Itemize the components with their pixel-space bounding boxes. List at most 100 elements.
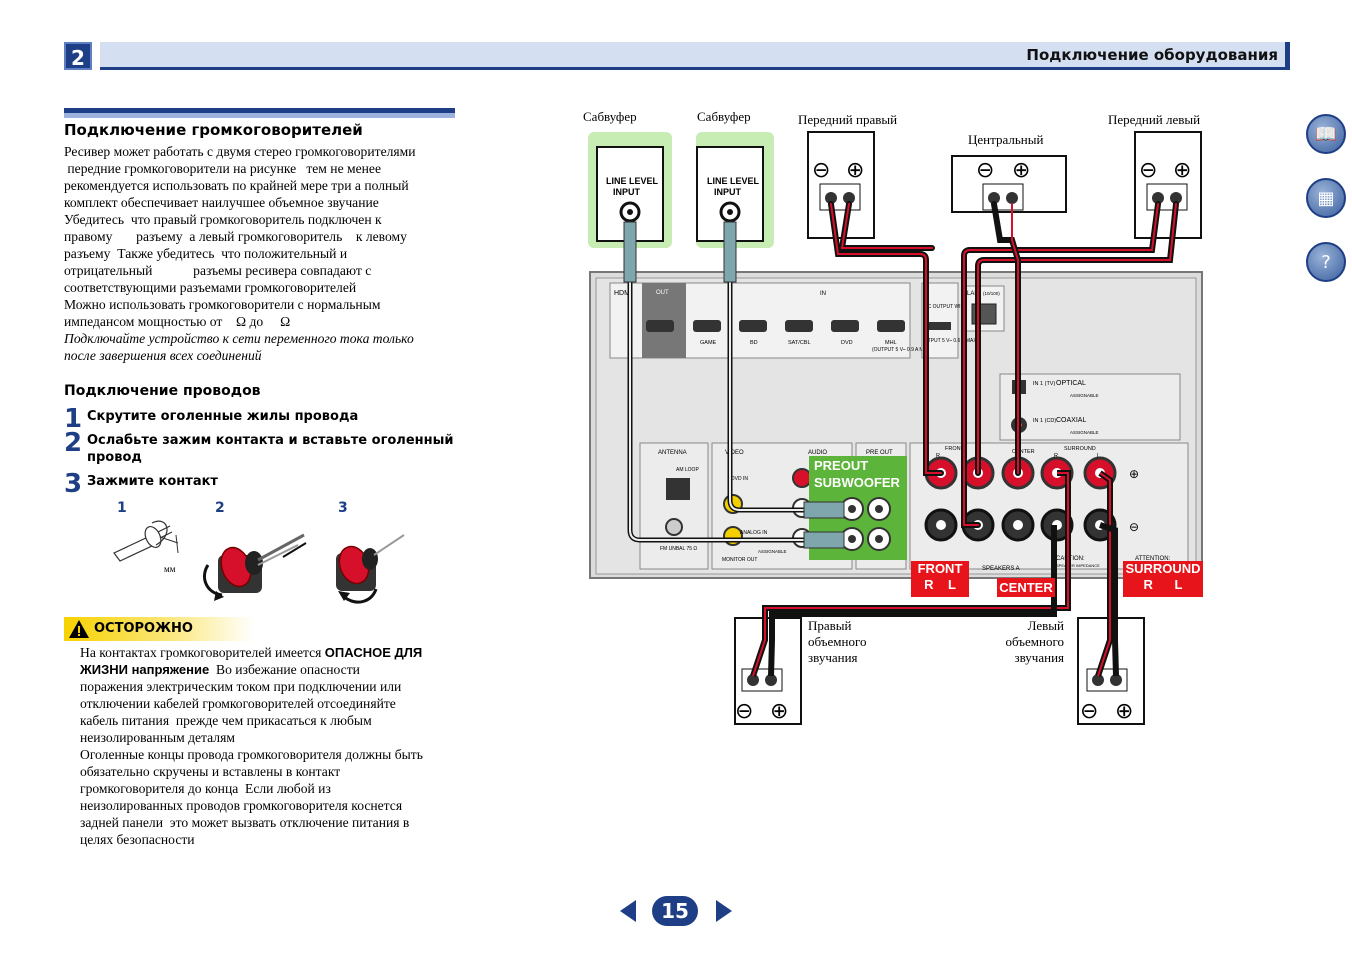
input-label: INPUT bbox=[613, 187, 641, 197]
hdmi-port bbox=[877, 320, 905, 332]
speaker-connection-diagram: HDM OUT IN GAME BD SAT/CBL DVD MHL (OUTP… bbox=[588, 131, 1203, 725]
illustration-number: 1 bbox=[117, 500, 127, 516]
l-label: L bbox=[1097, 453, 1100, 459]
rca-plug bbox=[803, 501, 845, 519]
previous-page-arrow-icon[interactable] bbox=[620, 900, 636, 922]
hdmi-port bbox=[739, 320, 767, 332]
audio-r-jack bbox=[792, 468, 812, 488]
rca-plug bbox=[803, 531, 845, 549]
assignable-label: ASSIGNABLE bbox=[1070, 393, 1099, 398]
tag-line: PREOUT bbox=[814, 458, 869, 473]
assignable-label: ASSIGNABLE bbox=[1070, 430, 1099, 435]
body-line: рекомендуется использовать по крайней ме… bbox=[64, 178, 409, 193]
terminal-tighten-drawing bbox=[336, 534, 405, 604]
caution-line: обязательно скручены и вставлены в конта… bbox=[80, 764, 341, 779]
surround-left-label: Левый объемного звучания bbox=[1002, 618, 1064, 666]
hdmi-input-label: MHL bbox=[885, 340, 897, 346]
impedance-label: SPEAKER IMPEDANCE bbox=[1056, 563, 1100, 568]
step-number: 1 bbox=[64, 404, 83, 434]
surround-right-label: Правый объемного звучания bbox=[808, 618, 866, 666]
terminal-loosen-drawing bbox=[203, 533, 307, 601]
front-right-speaker bbox=[807, 131, 875, 239]
next-page-arrow-icon[interactable] bbox=[716, 900, 732, 922]
analog-in-label: ANALOG IN bbox=[740, 530, 768, 536]
front-left-label: Передний левый bbox=[1108, 112, 1201, 127]
caution-line: громкоговорителя до конца Если любой из bbox=[80, 781, 331, 796]
caution-line: задней панели это может вызвать отключен… bbox=[80, 815, 410, 830]
body-line: правому разъему а левый громкоговоритель… bbox=[64, 229, 407, 244]
plus-symbol: ⊕ bbox=[1173, 158, 1191, 183]
rca-plug bbox=[723, 221, 737, 283]
book-icon[interactable]: 📖 bbox=[1306, 114, 1346, 154]
wiring-heading: Подключение проводов bbox=[64, 383, 261, 399]
illustration-number: 3 bbox=[338, 500, 348, 516]
caution-line: поражения электрическим током при подклю… bbox=[80, 679, 402, 694]
receiver-icon[interactable]: ▦ bbox=[1306, 178, 1346, 218]
hdmi-input-label: SAT/CBL bbox=[788, 340, 811, 346]
label-line: объемного bbox=[1005, 634, 1064, 649]
front-speaker-wires bbox=[828, 201, 1179, 528]
dc-note: UTPUT 5 V⎯ 0.6 A MAX) bbox=[924, 338, 979, 344]
tag-line: R L bbox=[924, 577, 956, 592]
caution-line: целях безопасности bbox=[80, 832, 195, 847]
subwoofer-label: Сабвуфер bbox=[583, 109, 637, 124]
tag-line: R L bbox=[1143, 577, 1183, 592]
caution-text: Во избежание опасности bbox=[209, 662, 360, 677]
hdmi-input-label: DVD bbox=[841, 340, 853, 346]
section-heading: Подключение громкоговорителей bbox=[64, 121, 363, 139]
header-bar: Подключение оборудования bbox=[100, 42, 1290, 70]
italic-note: Подключайте устройство к сети переменног… bbox=[64, 331, 414, 346]
caution-body: На контактах громкоговорителей имеется О… bbox=[80, 644, 460, 848]
minus-symbol: ⊖ bbox=[735, 699, 753, 724]
usb-port bbox=[929, 322, 951, 330]
section-rule bbox=[64, 108, 455, 118]
caution-line: Оголенные концы провода громкоговорителя… bbox=[80, 747, 423, 762]
center-speaker-label: Центральный bbox=[968, 132, 1044, 147]
hdmi-ports bbox=[646, 320, 905, 332]
caution-bold: ОПАСНОЕ ДЛЯ bbox=[324, 645, 423, 660]
hdmi-port bbox=[693, 320, 721, 332]
hdmi-port bbox=[785, 320, 813, 332]
caution-label: ОСТОРОЖНО bbox=[94, 621, 193, 636]
surround-polarity-symbols: ⊖ ⊕ ⊖ ⊕ bbox=[735, 699, 1133, 724]
hdmi-port bbox=[646, 320, 674, 332]
label-line: Правый bbox=[808, 618, 852, 633]
italic-note: после завершения всех соединений bbox=[64, 348, 262, 363]
optical-label: OPTICAL bbox=[1056, 380, 1086, 387]
r-label: R bbox=[1054, 453, 1058, 459]
pre-out-label: PRE OUT bbox=[866, 450, 893, 456]
assignable-label: ASSIGNABLE bbox=[758, 549, 787, 554]
speaker-posts bbox=[819, 183, 1188, 211]
out-label: OUT bbox=[656, 290, 669, 296]
line-level-label: LINE LEVEL bbox=[707, 176, 760, 186]
body-line: соответствующими разъемами громкоговорит… bbox=[64, 280, 357, 295]
label-line: Левый bbox=[1027, 618, 1064, 633]
chapter-number: 2 bbox=[64, 42, 92, 70]
warning-icon bbox=[69, 620, 89, 638]
label-line: объемного bbox=[808, 634, 867, 649]
twisted-wire-drawing bbox=[113, 520, 179, 562]
header-accent bbox=[1285, 42, 1290, 70]
body-line: Убедитесь что правый громкоговоритель по… bbox=[64, 212, 382, 227]
step-text: Ослабьте зажим контакта и вставьте оголе… bbox=[87, 433, 454, 448]
caution-line: ЖИЗНИ напряжение Во избежание опасности bbox=[80, 661, 460, 678]
lan-label: LAN bbox=[967, 291, 979, 297]
tag-line: SURROUND bbox=[1125, 561, 1201, 576]
body-line: отрицательный разъемы ресивера совпадают… bbox=[64, 263, 372, 278]
audio-label: AUDIO bbox=[808, 450, 827, 456]
caution-text: На контактах громкоговорителей имеется bbox=[80, 645, 325, 660]
step-text: провод bbox=[87, 450, 142, 465]
coaxial-in-label: IN 1 (CD) bbox=[1033, 418, 1056, 424]
minus-symbol: ⊖ bbox=[1129, 520, 1139, 534]
hdmi-port bbox=[831, 320, 859, 332]
caution-bold: ЖИЗНИ напряжение bbox=[80, 662, 210, 677]
in-label: IN bbox=[820, 291, 826, 297]
step-text: Скрутите оголенные жилы провода bbox=[87, 409, 359, 424]
surround-speaker-wires bbox=[750, 470, 1119, 677]
body-line: разъему Также убедитесь что положительны… bbox=[64, 246, 348, 261]
am-loop-label: AM LOOP bbox=[676, 467, 699, 473]
plus-symbol: ⊕ bbox=[770, 699, 788, 724]
hdmi-input-label: GAME bbox=[700, 340, 717, 346]
plus-symbol: ⊕ bbox=[1129, 467, 1139, 481]
help-icon[interactable]: ? bbox=[1306, 242, 1346, 282]
